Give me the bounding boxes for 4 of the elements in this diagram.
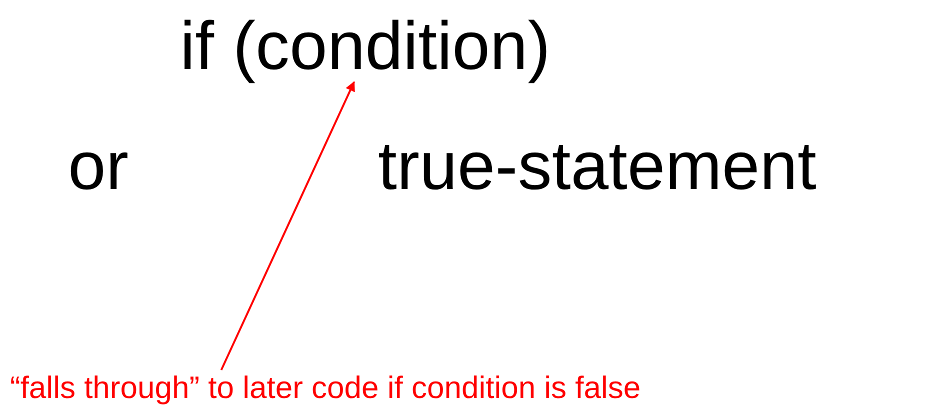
annotation-text: “falls through” to later code if condition is false (10, 372, 641, 403)
leader-arrow (220, 81, 355, 370)
code-text: true-statement (378, 132, 816, 200)
or-keyword: or (68, 132, 128, 200)
